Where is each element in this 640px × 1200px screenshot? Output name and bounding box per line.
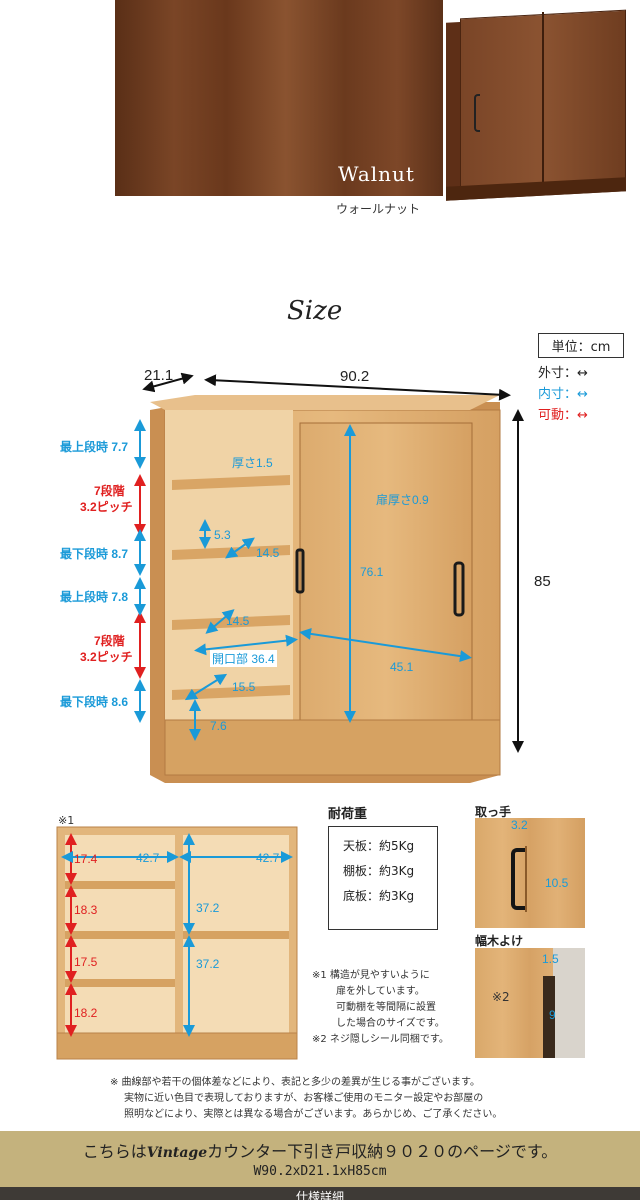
door-height: 76.1 <box>360 565 384 579</box>
footer-bar: 仕様詳細 <box>0 1187 640 1200</box>
handle-height: 10.5 <box>545 876 569 890</box>
note1-b: 扉を外しています。 <box>336 986 425 997</box>
front-right-height-2: 37.2 <box>196 957 220 971</box>
note1-c: 可動棚を等間隔に設置 <box>336 1002 436 1013</box>
steps1-label-b: 3.2ピッチ <box>80 500 133 514</box>
load-row: 棚板：約3Kg <box>343 864 415 878</box>
inner-label: 内寸： <box>538 387 578 402</box>
disclaimer-line-1: ※ 曲線部や若干の個体差などにより、表記と多少の差異が生じる事がございます。 <box>110 1077 480 1088</box>
note1-d: した場合のサイズです。 <box>336 1018 445 1029</box>
depth-dim: 21.1 <box>144 367 174 384</box>
shelf-depth-2: 14.5 <box>226 614 250 628</box>
walnut-label: Walnut <box>338 162 415 186</box>
baseboard-photo <box>475 948 585 1058</box>
handle-width: 3.2 <box>511 818 528 832</box>
top-max-label: 最上段時 7.7 <box>60 440 129 454</box>
walnut-label-ja: ウォールナット <box>336 202 421 216</box>
height-dim: 85 <box>534 573 551 590</box>
main-cabinet-diagram <box>134 372 524 783</box>
load-box: 天板：約5Kg 棚板：約3Kg 底板：約3Kg <box>328 826 438 930</box>
legend: 単位：cm 外寸：↔ 内寸：↔ 可動：↔ <box>538 333 624 423</box>
door-thickness: 扉厚さ0.9 <box>376 493 429 507</box>
front-left-height-4: 18.2 <box>74 1006 98 1020</box>
shelf-depth-1: 14.5 <box>256 546 280 560</box>
steps2-label-b: 3.2ピッチ <box>80 650 133 664</box>
load-title: 耐荷重 <box>328 807 368 822</box>
front-width-right: 42.7 <box>256 851 280 865</box>
banner-text: カウンター下引き戸収納９０２０のページです。 <box>207 1142 558 1161</box>
size-title: Size <box>287 296 343 326</box>
banner-brand: Vintage <box>146 1145 208 1161</box>
front-width-left: 42.7 <box>136 851 160 865</box>
plinth-height: 7.6 <box>210 719 227 733</box>
door-width: 45.1 <box>390 660 414 674</box>
product-banner[interactable]: こちらはVintageカウンター下引き戸収納９０２０のページです。 W90.2x… <box>0 1131 640 1187</box>
load-row: 天板：約5Kg <box>343 839 415 853</box>
bottom-max2-label: 最下段時 8.6 <box>60 695 129 709</box>
notes-block: ※1 構造が見やすいように 扉を外しています。 可動棚を等間隔に設置 した場合の… <box>312 968 449 1048</box>
front-left-height-3: 17.5 <box>74 955 98 969</box>
unit-label: 単位：cm <box>538 333 624 358</box>
disclaimer-line-2: 実物に近い色目で表現しておりますが、お客様ご使用のモニター設定やお部屋の <box>124 1093 484 1104</box>
front-left-height-2: 18.3 <box>74 903 98 917</box>
baseboard-note: ※2 <box>492 990 510 1004</box>
load-row: 底板：約3Kg <box>343 889 415 903</box>
shelf-thickness: 厚さ1.5 <box>232 456 273 470</box>
opening-width: 開口部 36.4 <box>210 650 277 667</box>
front-left-height-1: 17.4 <box>74 852 98 866</box>
front-right-height-1: 37.2 <box>196 901 220 915</box>
width-dim: 90.2 <box>340 368 370 385</box>
bottom-max1-label: 最下段時 8.7 <box>60 547 129 561</box>
front-view-diagram <box>56 826 298 1060</box>
steps2-label-a: 7段階 <box>94 634 125 648</box>
handle-photo <box>475 818 585 928</box>
outer-label: 外寸： <box>538 366 578 381</box>
top-max2-label: 最上段時 7.8 <box>60 590 129 604</box>
banner-spec: W90.2xD21.1xH85cm <box>253 1164 387 1179</box>
shelf-gap: 5.3 <box>214 528 231 542</box>
movable-label: 可動： <box>538 408 578 423</box>
baseboard-height: 9 <box>549 1008 556 1022</box>
baseboard-width: 1.5 <box>542 952 559 966</box>
movable-arrow-icon: ↔ <box>577 408 588 423</box>
walnut-swatch <box>115 0 443 196</box>
disclaimer: ※ 曲線部や若干の個体差などにより、表記と多少の差異が生じる事がございます。 実… <box>110 1075 502 1123</box>
inner-arrow-icon: ↔ <box>577 387 588 402</box>
handle-title: 取っ手 <box>475 805 512 819</box>
walnut-cabinet-image <box>446 9 640 208</box>
note2: ※2 ネジ隠しシール同梱です。 <box>312 1034 449 1045</box>
disclaimer-line-3: 照明などにより、実際とは異なる場合がございます。あらかじめ、ご了承ください。 <box>124 1109 503 1120</box>
steps1-label-a: 7段階 <box>94 484 125 498</box>
banner-prefix: こちらは <box>82 1142 147 1161</box>
footer-text: 仕様詳細 <box>295 1190 344 1200</box>
note1-a: ※1 構造が見やすいように <box>312 970 430 981</box>
bottom-depth: 15.5 <box>232 680 256 694</box>
outer-arrow-icon: ↔ <box>577 366 588 381</box>
baseboard-title: 幅木よけ <box>475 934 524 948</box>
front-note: ※1 <box>58 814 75 827</box>
